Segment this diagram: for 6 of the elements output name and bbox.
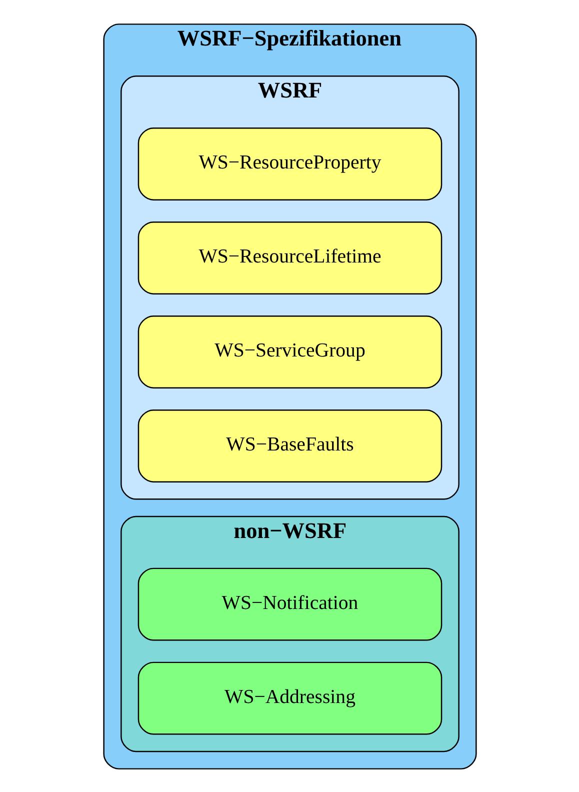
node-box: WS−ResourceLifetime [137, 220, 442, 294]
node-box: WS−ServiceGroup [137, 314, 442, 388]
node-box: WS−BaseFaults [137, 408, 442, 482]
node-box: WS−Notification [137, 567, 442, 640]
node-box: WS−ResourceProperty [137, 126, 442, 200]
node-box: WS−Addressing [137, 661, 442, 734]
